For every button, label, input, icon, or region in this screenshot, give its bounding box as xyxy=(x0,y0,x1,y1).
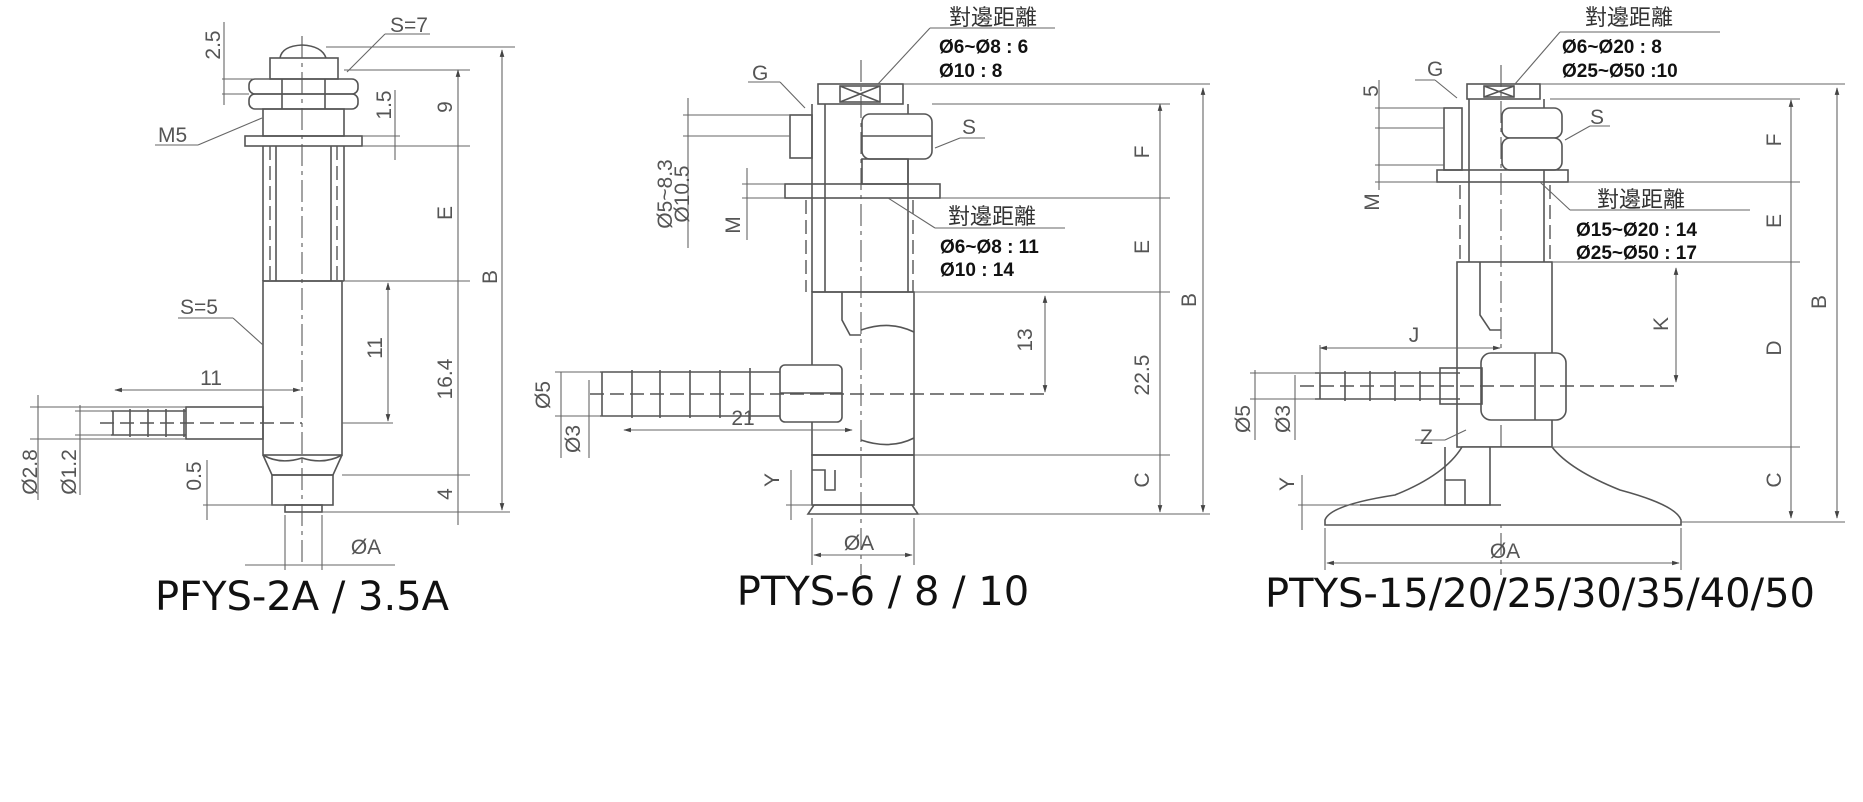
label-s: S xyxy=(962,116,976,139)
dim-c: C xyxy=(1131,472,1154,487)
label-s: S xyxy=(1590,106,1604,129)
dim-y: Y xyxy=(761,473,784,487)
dim-11-horizontal: 11 xyxy=(200,367,222,390)
across-flats-top-value-2: Ø25~Ø50 :10 xyxy=(1562,61,1678,82)
drawing-ptys-large: 對邊距離 Ø6~Ø20 : 8 Ø25~Ø50 :10 G 5 S M 對邊距離… xyxy=(1232,6,1845,617)
dim-dia-5-8-3: Ø5~8.3 xyxy=(654,159,677,228)
pfys-dimension-lines xyxy=(30,22,515,570)
label-g: G xyxy=(1427,58,1443,81)
drawing-title-ptys-large: PTYS-15/20/25/30/35/40/50 xyxy=(1265,571,1815,617)
across-flats-label-mid: 對邊距離 xyxy=(948,205,1036,230)
across-flats-mid-value-2: Ø10 : 14 xyxy=(940,260,1014,281)
dim-c: C xyxy=(1763,472,1786,487)
dim-4: 4 xyxy=(434,488,457,500)
dim-16-4: 16.4 xyxy=(434,358,457,399)
drawing-title-pfys: PFYS-2A / 3.5A xyxy=(155,574,450,620)
dim-9: 9 xyxy=(434,101,457,113)
dim-dia-3: Ø3 xyxy=(1272,405,1295,433)
dim-dia-1-2: Ø1.2 xyxy=(58,449,81,495)
across-flats-mid-value-1: Ø15~Ø20 : 14 xyxy=(1576,220,1697,241)
across-flats-top-value-2: Ø10 : 8 xyxy=(939,61,1002,82)
ptys-small-part-outline xyxy=(590,60,1050,575)
dim-1-5: 1.5 xyxy=(373,90,396,119)
dim-k: K xyxy=(1650,317,1673,331)
dim-11-vertical: 11 xyxy=(364,337,387,359)
dim-j: J xyxy=(1409,324,1420,347)
dim-y: Y xyxy=(1276,477,1299,491)
dim-b: B xyxy=(479,270,502,284)
across-flats-label-mid: 對邊距離 xyxy=(1597,188,1685,213)
dim-m: M xyxy=(722,216,745,234)
dim-e: E xyxy=(434,206,457,220)
dim-d: D xyxy=(1763,340,1786,355)
label-z: Z xyxy=(1420,426,1433,449)
label-g: G xyxy=(752,62,768,85)
across-flats-top-value-1: Ø6~Ø8 : 6 xyxy=(939,37,1028,58)
dim-dia-3: Ø3 xyxy=(562,425,585,453)
label-s5: S=5 xyxy=(180,296,218,319)
across-flats-mid-value-1: Ø6~Ø8 : 11 xyxy=(940,237,1039,258)
drawing-ptys-small: 對邊距離 Ø6~Ø8 : 6 Ø10 : 8 G S Ø5~8.3 Ø10.5 … xyxy=(532,6,1210,615)
dim-dia-a: ØA xyxy=(844,532,874,555)
dim-e: E xyxy=(1763,214,1786,228)
drawing-pfys: S=7 2.5 M5 1.5 9 E B S=5 11 11 16.4 Ø2.8… xyxy=(19,14,515,620)
dim-dia-2-8: Ø2.8 xyxy=(19,449,42,495)
dim-21: 21 xyxy=(731,407,754,430)
across-flats-top-value-1: Ø6~Ø20 : 8 xyxy=(1562,37,1662,58)
dim-0-5: 0.5 xyxy=(183,461,206,490)
dim-m: M xyxy=(1361,193,1384,211)
dim-13: 13 xyxy=(1014,328,1037,351)
ptys-small-dimension-lines xyxy=(555,27,1210,565)
dim-dia-a: ØA xyxy=(351,536,381,559)
label-s7: S=7 xyxy=(390,14,428,37)
dim-f: F xyxy=(1131,146,1154,159)
dim-dia-5: Ø5 xyxy=(532,381,555,409)
ptys-large-part-outline xyxy=(1300,65,1682,575)
drawing-title-ptys-small: PTYS-6 / 8 / 10 xyxy=(737,569,1029,615)
dim-22-5: 22.5 xyxy=(1131,355,1154,396)
dim-b: B xyxy=(1178,293,1201,307)
dim-dia-a: ØA xyxy=(1490,540,1520,563)
dim-b: B xyxy=(1808,295,1831,309)
dim-2-5: 2.5 xyxy=(202,30,225,59)
ptys-large-dimension-lines xyxy=(1250,31,1845,570)
across-flats-label-top: 對邊距離 xyxy=(949,6,1037,31)
dim-dia-5: Ø5 xyxy=(1232,405,1255,433)
dim-dia-10-5: Ø10.5 xyxy=(671,165,694,222)
dim-f: F xyxy=(1763,134,1786,147)
across-flats-mid-value-2: Ø25~Ø50 : 17 xyxy=(1576,243,1697,264)
pfys-part-outline xyxy=(100,36,363,565)
across-flats-label-top: 對邊距離 xyxy=(1585,6,1673,31)
dim-5: 5 xyxy=(1360,85,1383,97)
dim-e: E xyxy=(1131,240,1154,254)
label-m5: M5 xyxy=(158,124,187,147)
